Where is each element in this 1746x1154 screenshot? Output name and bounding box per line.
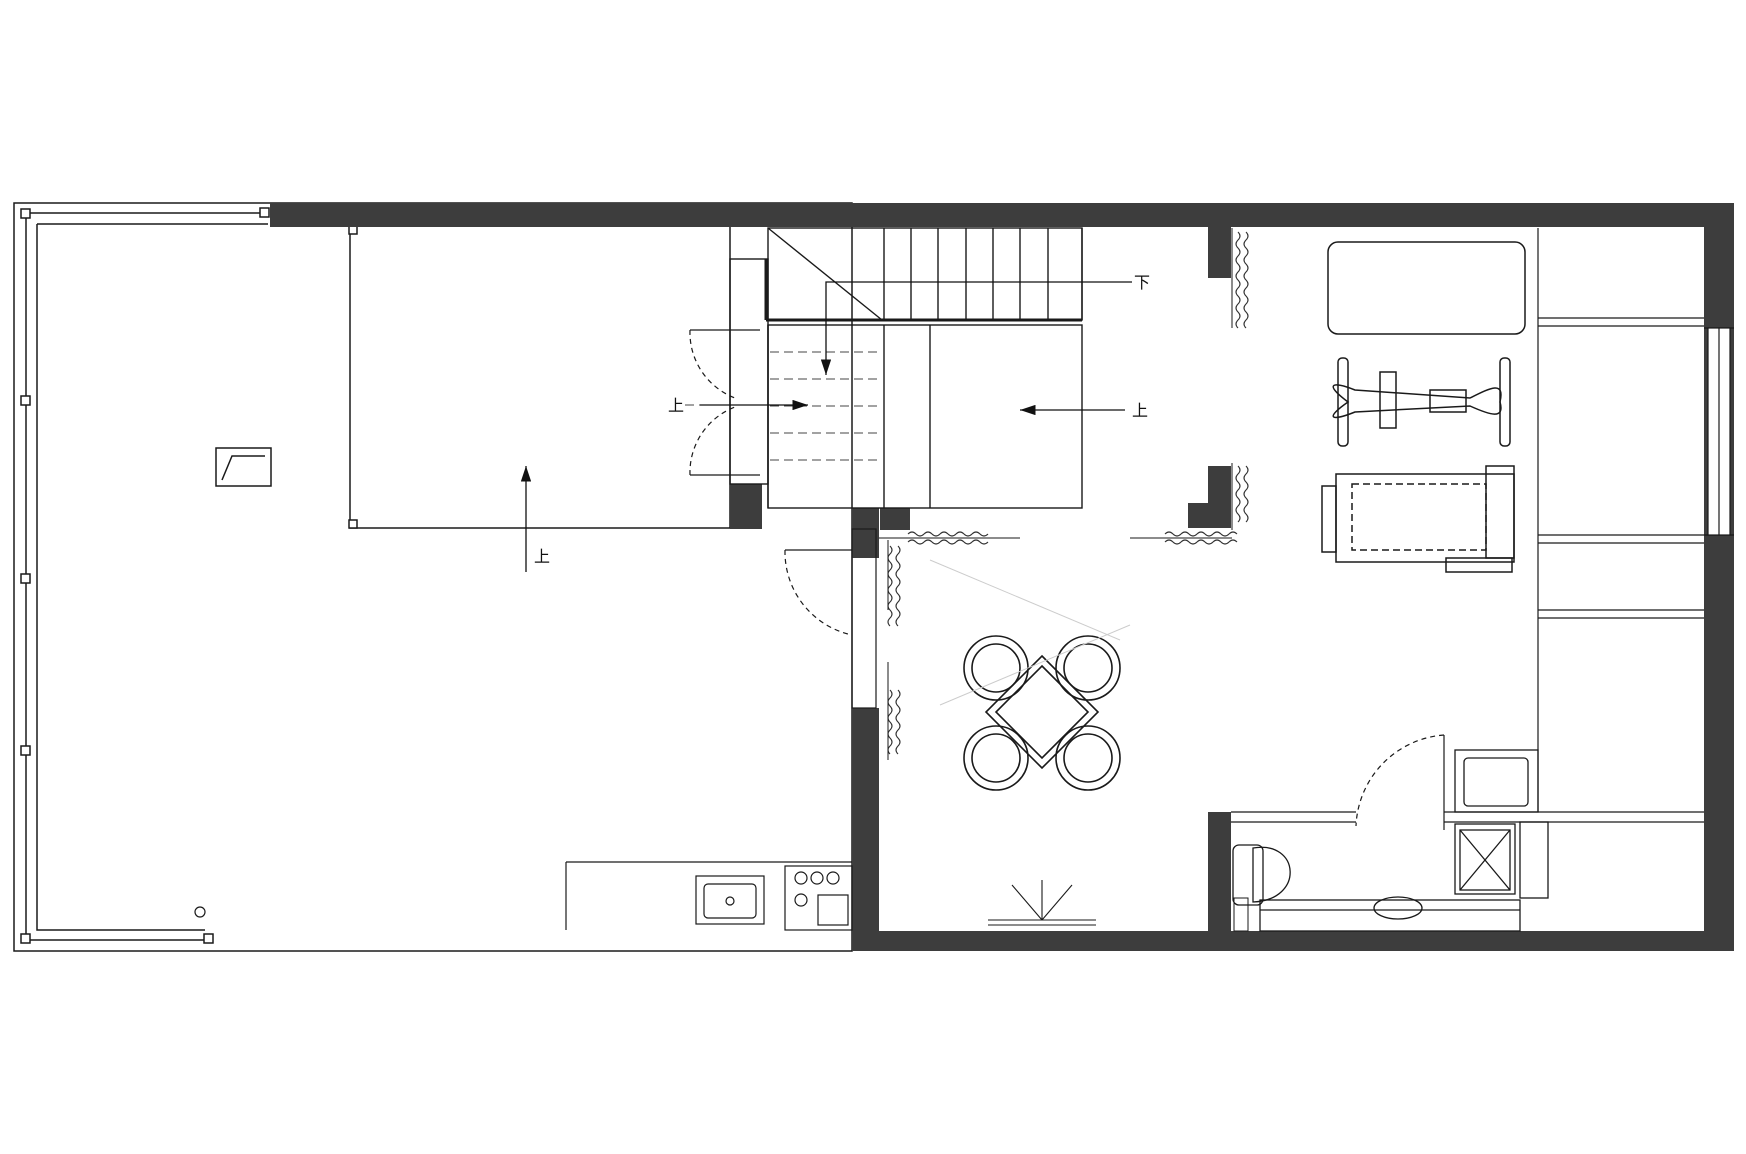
stair-up-left-label: 上 <box>668 396 684 415</box>
kitchenette <box>194 861 853 931</box>
staircase <box>729 227 1083 509</box>
gym-equipment <box>1321 241 1526 573</box>
terrace-area <box>13 202 853 952</box>
curtains <box>887 231 1249 755</box>
ceiling-fixture <box>988 880 1096 926</box>
table-bg-lines <box>929 559 1131 706</box>
game-table-set <box>963 635 1121 791</box>
stair-arrows <box>520 281 1132 572</box>
curtain-rods <box>879 228 1233 760</box>
doors <box>689 329 1445 830</box>
ramp-up-label: 上 <box>534 547 550 566</box>
railing-posts <box>20 207 358 944</box>
right-window <box>1704 327 1734 536</box>
stair-up-right-label: 上 <box>1132 401 1148 420</box>
storage-cabinets <box>1537 228 1704 812</box>
bathroom <box>1231 749 1704 932</box>
terrace-fixture <box>215 447 272 487</box>
stair-down-label: 下 <box>1134 273 1150 292</box>
